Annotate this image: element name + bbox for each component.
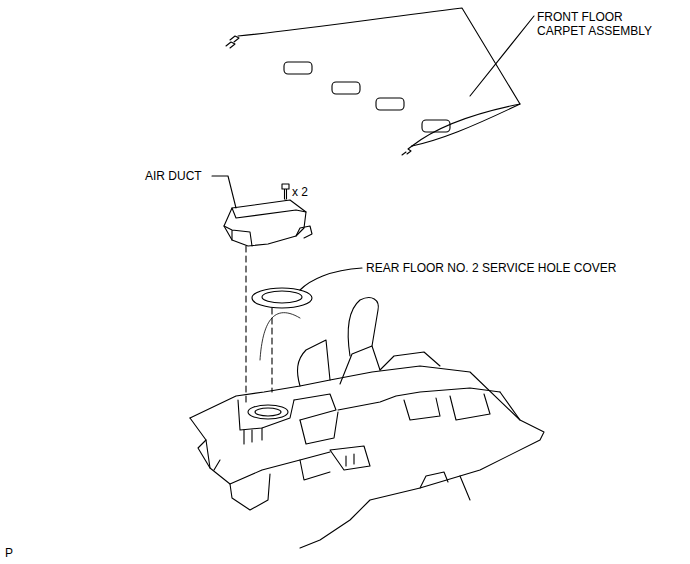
dash-line — [271, 308, 272, 392]
quantity-label: x 2 — [292, 185, 308, 199]
part-name-text: REAR FLOOR NO. 2 SERVICE HOLE COVER — [366, 261, 617, 275]
break-mark — [407, 146, 412, 154]
page-marker-text: P — [5, 546, 13, 560]
page-marker: P — [5, 546, 13, 560]
quantity-label-text: x 2 — [292, 185, 308, 199]
break-mark — [402, 152, 406, 155]
part-name: AIR DUCT — [145, 169, 202, 183]
part-name: FRONT FLOOR CARPET ASSEMBLY — [537, 10, 661, 38]
carpet-hole — [422, 120, 450, 132]
service-hole-cover — [262, 291, 302, 303]
carpet-hole — [284, 62, 312, 74]
part-name: REAR FLOOR NO. 2 SERVICE HOLE COVER — [366, 261, 617, 275]
break-mark — [226, 42, 235, 48]
leader-line — [470, 16, 534, 96]
carpet-outline — [238, 8, 520, 146]
part-name-text: FRONT FLOOR CARPET ASSEMBLY — [537, 10, 652, 38]
carpet-hole — [376, 98, 404, 110]
air-duct-detail — [232, 208, 306, 218]
service-hole-cover — [252, 288, 312, 308]
air-duct-detail — [224, 226, 252, 246]
air-duct-detail — [296, 226, 312, 238]
carpet-hole — [332, 82, 360, 94]
floor-pan — [190, 298, 544, 548]
dash-line — [245, 246, 246, 404]
carpet-edge — [412, 104, 520, 146]
air-duct-outline — [224, 200, 306, 246]
leader-line — [300, 268, 362, 290]
leader-line — [212, 176, 236, 208]
bolt-symbol — [282, 184, 289, 199]
break-mark — [230, 36, 239, 42]
part-name-text: AIR DUCT — [145, 169, 202, 183]
